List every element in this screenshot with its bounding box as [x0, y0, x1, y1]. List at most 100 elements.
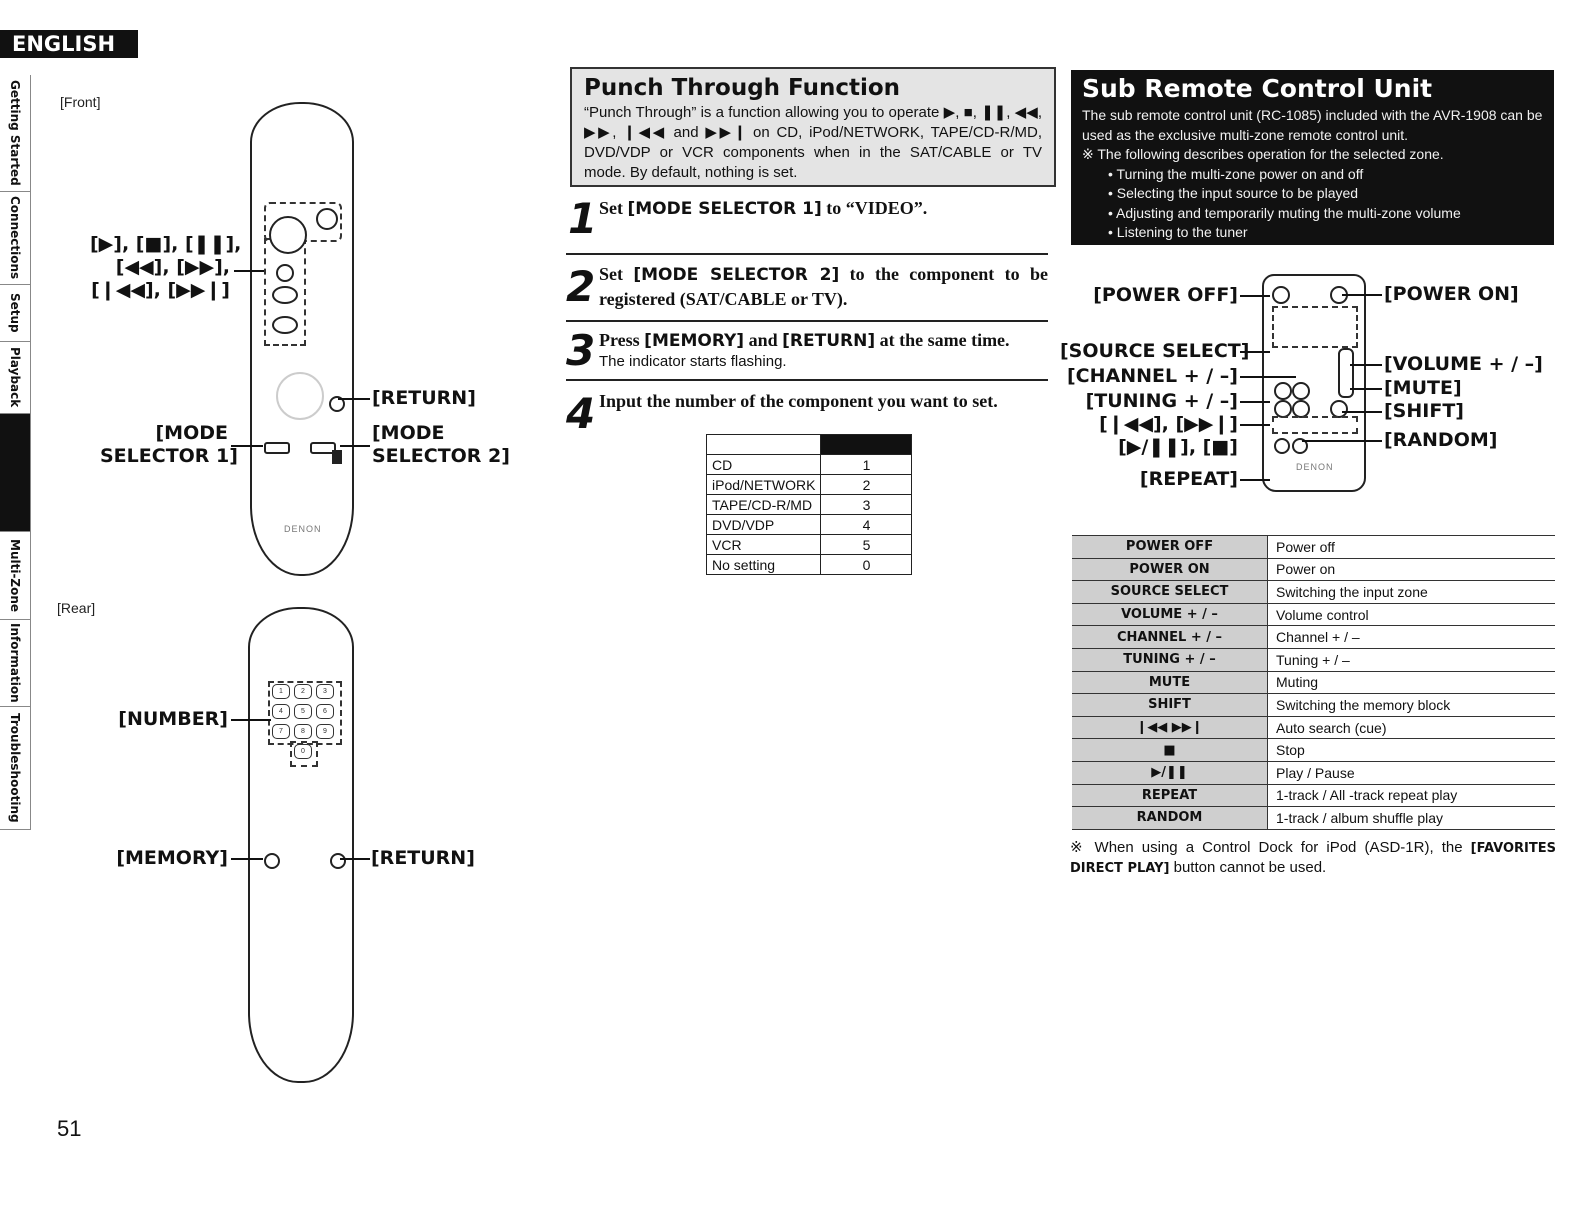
number-key: 5	[294, 704, 312, 719]
volume-callout: [VOLUME + / –]	[1384, 353, 1543, 375]
number-key: 6	[316, 704, 334, 719]
callout-line: SELECTOR 1]	[100, 445, 238, 467]
bullet-item: • Adjusting and temporarily muting the m…	[1108, 204, 1461, 221]
side-tab-label: Setup	[8, 293, 22, 333]
mute-callout: [MUTE]	[1384, 377, 1462, 399]
repeat-callout: [REPEAT]	[1139, 468, 1238, 490]
component-name: VCR	[705, 534, 822, 555]
sub-remote-intro: The sub remote control unit (RC-1085) in…	[1082, 107, 1543, 143]
component-number: 5	[820, 534, 913, 555]
divider	[566, 379, 1048, 381]
side-tab-connections[interactable]: Connections	[0, 192, 30, 285]
table-row: ▶/❚❚Play / Pause	[1072, 761, 1555, 785]
bullet-item: • Listening to the tuner	[1108, 224, 1248, 240]
leader-line	[340, 858, 370, 860]
function-key: TUNING + / –	[1072, 648, 1268, 672]
function-key: POWER OFF	[1072, 535, 1268, 559]
source-select-area	[1272, 306, 1358, 348]
cursor-pad-icon	[276, 372, 324, 420]
number-key: 0	[294, 744, 312, 759]
side-tab-label: Troubleshooting	[8, 713, 22, 823]
memory-callout: [MEMORY]	[116, 847, 228, 869]
leader-line	[1240, 479, 1270, 481]
number-key: 1	[272, 684, 290, 699]
leader-line	[1302, 440, 1382, 442]
divider	[566, 253, 1048, 255]
side-tab-playback[interactable]: Playback	[0, 342, 30, 414]
function-key: RANDOM	[1072, 806, 1268, 830]
main-remote-rear: 1 2 3 4 5 6 7 8 9 0	[248, 607, 354, 1083]
component-number: 0	[820, 554, 913, 575]
leader-line	[1350, 364, 1382, 366]
leader-line	[1240, 351, 1270, 353]
component-number: 4	[820, 514, 913, 535]
step-text: and	[744, 330, 783, 350]
stop-button-icon	[316, 208, 338, 230]
volume-rocker-icon	[1338, 348, 1354, 398]
power-off-callout: [POWER OFF]	[1093, 284, 1238, 306]
function-desc: 1-track / All -track repeat play	[1267, 784, 1555, 808]
skip-callout: [❙◀◀], [▶▶❙]	[1099, 413, 1238, 435]
leader-line	[1240, 376, 1296, 378]
step-text: Set	[599, 264, 634, 284]
step-text: Input the number of the component you wa…	[599, 391, 998, 411]
source-select-callout: [SOURCE SELECT]	[1060, 340, 1250, 362]
leader-line	[340, 445, 370, 447]
power-on-callout: [POWER ON]	[1384, 283, 1519, 305]
random-button-icon	[1292, 438, 1308, 454]
channel-callout: [CHANNEL + / –]	[1066, 365, 1238, 387]
side-tab-setup[interactable]: Setup	[0, 285, 30, 342]
function-key: POWER ON	[1072, 558, 1268, 582]
pause-button-icon	[276, 264, 294, 282]
component-name: iPod/NETWORK	[705, 474, 822, 495]
leader-line	[1240, 401, 1270, 403]
leader-line	[231, 445, 263, 447]
callout-line: [▶], [■], [❚❚],	[90, 233, 242, 255]
function-key: SHIFT	[1072, 693, 1268, 717]
step-keyword: [MODE SELECTOR 1]	[627, 199, 822, 219]
component-name: DVD/VDP	[705, 514, 822, 535]
side-tab-label: Connections	[8, 196, 22, 280]
step-subtext: The indicator starts flashing.	[599, 353, 787, 370]
memory-button-icon	[264, 853, 280, 869]
step-keyword: [MODE SELECTOR 2]	[633, 265, 840, 285]
function-desc: Tuning + / –	[1267, 648, 1555, 672]
callout-line: SELECTOR 2]	[372, 445, 510, 467]
step-text: at the same time.	[875, 330, 1010, 350]
language-tab: ENGLISH	[0, 30, 138, 58]
footnote-keyword: [FAVORITES DIRECT PLAY]	[1070, 841, 1556, 876]
function-desc: Auto search (cue)	[1267, 716, 1555, 740]
rear-label: [Rear]	[57, 600, 96, 616]
side-tab-remote-active[interactable]	[0, 414, 30, 532]
table-header-cell	[705, 434, 822, 455]
side-tab-getting-started[interactable]: Getting Started	[0, 75, 30, 192]
function-desc: Power off	[1267, 535, 1555, 559]
side-tab-multi-zone[interactable]: Multi-Zone	[0, 532, 30, 620]
leader-line	[1350, 388, 1382, 390]
bullet-item: • Turning the multi-zone power on and of…	[1108, 165, 1364, 182]
function-key: VOLUME + / –	[1072, 603, 1268, 627]
side-tab-troubleshooting[interactable]: Troubleshooting	[0, 707, 30, 830]
table-row: VOLUME + / –Volume control	[1072, 603, 1555, 627]
skip-key-area	[1272, 416, 1358, 434]
function-key: ❙◀◀ ▶▶❙	[1072, 716, 1268, 740]
number-key: 8	[294, 724, 312, 739]
mode-selector-1-switch	[264, 442, 290, 454]
callout-line: [❙◀◀], [▶▶❙]	[91, 279, 230, 301]
function-desc: Switching the memory block	[1267, 693, 1555, 717]
play-button-icon	[269, 216, 307, 254]
side-tab-information[interactable]: Information	[0, 620, 30, 707]
leader-line	[338, 398, 370, 400]
step-number: 2	[566, 262, 596, 311]
function-desc: Stop	[1267, 738, 1555, 762]
callout-line: [MODE	[372, 422, 445, 444]
